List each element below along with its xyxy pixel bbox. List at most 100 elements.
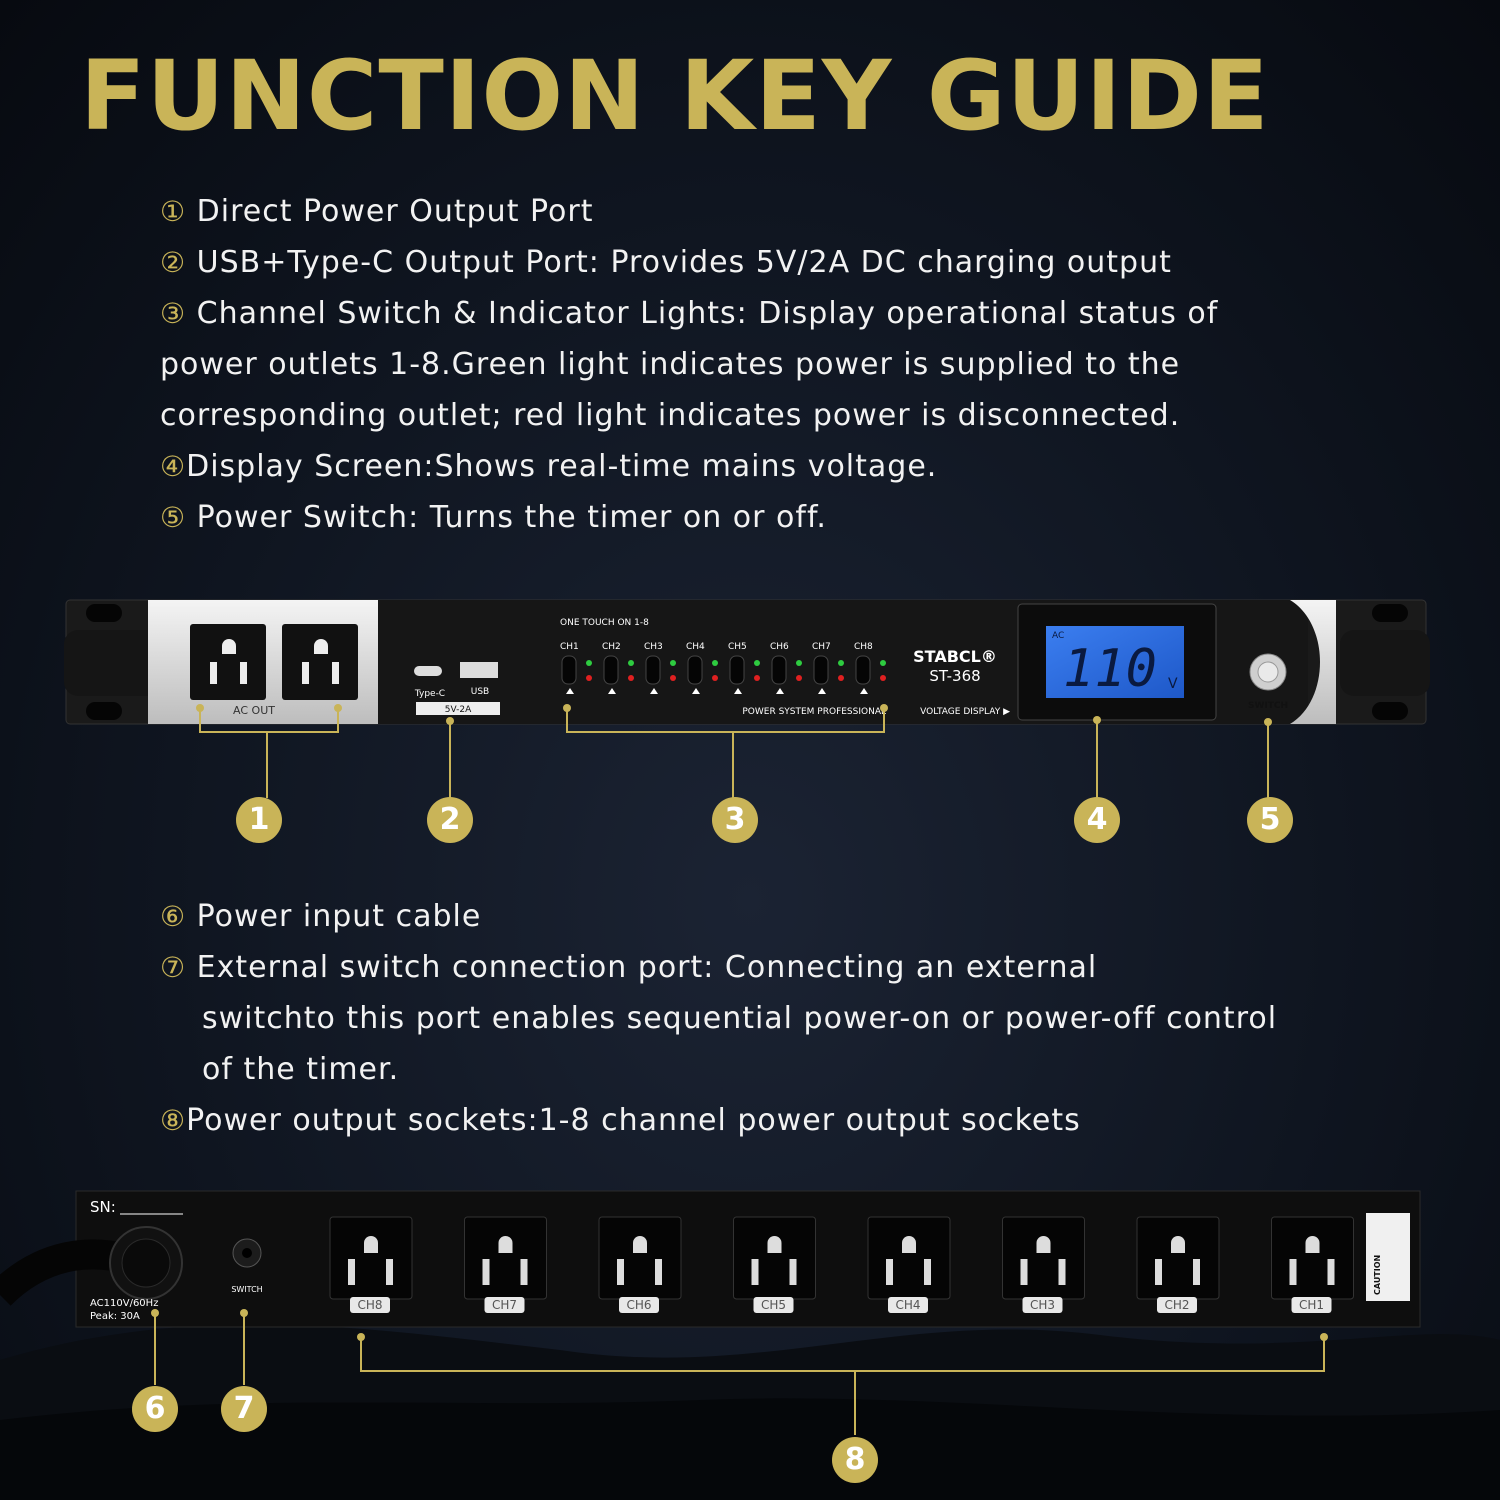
channel-switch-button[interactable] [561, 655, 577, 685]
channel-switch-button[interactable] [729, 655, 745, 685]
guide-number: ⑧ [160, 1104, 187, 1137]
typec-label: Type-C [414, 689, 445, 699]
socket-label: CH3 [1030, 1298, 1055, 1312]
voltage-display-label: VOLTAGE DISPLAY ▶ [920, 707, 1010, 717]
guide-number: ⑦ [160, 951, 187, 984]
red-indicator-light [796, 675, 802, 681]
channel-switch-button[interactable] [603, 655, 619, 685]
caution-label: CAUTION [1373, 1255, 1382, 1295]
guide-text: USB+Type-C Output Port: Provides 5V/2A D… [186, 245, 1172, 280]
red-indicator-light [754, 675, 760, 681]
rear-socket: CH2 [1136, 1216, 1220, 1313]
sn-label: SN: [90, 1198, 116, 1216]
professional-label: POWER SYSTEM PROFESSIONAL [742, 707, 886, 717]
guide-text: Display Screen:Shows real-time mains vol… [186, 449, 938, 484]
green-indicator-light [880, 660, 886, 666]
ac-out-label: AC OUT [233, 704, 275, 717]
badge-8: 8 [832, 1437, 878, 1483]
channel-arrow-icon [860, 688, 868, 694]
guide-item: ② USB+Type-C Output Port: Provides 5V/2A… [160, 237, 1360, 288]
voltage-display-screen [1046, 626, 1184, 698]
rear-socket: CH7 [464, 1216, 547, 1313]
guide-item: corresponding outlet; red light indicate… [160, 390, 1360, 441]
guide-item: ③ Channel Switch & Indicator Lights: Dis… [160, 288, 1360, 339]
channel-switch-button[interactable] [645, 655, 661, 685]
usb-port [460, 662, 498, 678]
badge-5: 5 [1247, 797, 1293, 843]
front-panel: AC OUT Type-C USB 5V-2A ONE TOUCH ON 1-8… [64, 599, 1430, 740]
rack-ear-right [1340, 630, 1430, 696]
background-hills [0, 1324, 1500, 1500]
badge-2: 2 [427, 797, 473, 843]
socket-label: CH2 [1164, 1298, 1189, 1312]
badge-7: 7 [221, 1386, 267, 1432]
green-indicator-light [754, 660, 760, 666]
channel-switch-button[interactable] [771, 655, 787, 685]
guide-number: ① [160, 195, 187, 228]
channel-8: CH8 [854, 642, 886, 694]
channel-4: CH4 [686, 642, 718, 694]
guide-item: ⑦ External switch connection port: Conne… [160, 942, 1360, 993]
channel-6: CH6 [770, 642, 802, 694]
channel-switch-button[interactable] [813, 655, 829, 685]
channel-label: CH8 [854, 642, 873, 652]
red-indicator-light [670, 675, 676, 681]
channel-arrow-icon [734, 688, 742, 694]
channel-1: CH1 [560, 642, 592, 694]
guide-text: power outlets 1-8.Green light indicates … [160, 347, 1181, 382]
display-value: 110 [1063, 639, 1157, 699]
guide-item: power outlets 1-8.Green light indicates … [160, 339, 1360, 390]
front-callout-lines [266, 740, 1269, 798]
red-indicator-light [880, 675, 886, 681]
ac-outlet-2 [282, 624, 358, 700]
guide-number: ④ [160, 450, 187, 483]
channel-switch-button[interactable] [687, 655, 703, 685]
guide-text: Power input cable [186, 899, 482, 934]
green-indicator-light [796, 660, 802, 666]
channel-label: CH3 [644, 642, 663, 652]
guide-item: ① Direct Power Output Port [160, 186, 1360, 237]
guide-number: ③ [160, 297, 187, 330]
guide-text: Direct Power Output Port [186, 194, 594, 229]
green-indicator-light [628, 660, 634, 666]
guide-text: External switch connection port: Connect… [186, 950, 1098, 985]
red-indicator-light [628, 675, 634, 681]
rating-label: AC110V/60Hz [90, 1298, 158, 1309]
typec-port [414, 666, 442, 676]
usb-label: USB [471, 687, 489, 697]
guide-text: Channel Switch & Indicator Lights: Displ… [186, 296, 1219, 331]
channel-arrow-icon [692, 688, 700, 694]
guide-item: of the timer. [160, 1044, 1360, 1095]
channel-arrow-icon [650, 688, 658, 694]
guide-item: ④Display Screen:Shows real-time mains vo… [160, 441, 1360, 492]
peak-label: Peak: 30A [90, 1311, 140, 1322]
green-indicator-light [838, 660, 844, 666]
socket-label: CH1 [1299, 1298, 1324, 1312]
badge-1: 1 [236, 797, 282, 843]
display-ac-label: AC [1052, 631, 1064, 641]
badge-3: 3 [712, 797, 758, 843]
guide-text: corresponding outlet; red light indicate… [160, 398, 1181, 433]
guide-item: switchto this port enables sequential po… [160, 993, 1360, 1044]
guide-text: of the timer. [202, 1052, 400, 1087]
one-touch-label: ONE TOUCH ON 1-8 [560, 618, 649, 628]
channel-switch-button[interactable] [855, 655, 871, 685]
rear-socket: CH5 [733, 1216, 816, 1313]
socket-label: CH6 [626, 1298, 651, 1312]
channel-arrow-icon [776, 688, 784, 694]
rack-ear-left [64, 630, 160, 696]
guide-item: ⑤ Power Switch: Turns the timer on or of… [160, 492, 1360, 543]
channel-label: CH1 [560, 642, 579, 652]
model-label: ST-368 [929, 667, 980, 685]
page-title: FUNCTION KEY GUIDE [80, 40, 1270, 152]
guide-number: ⑤ [160, 501, 187, 534]
rear-socket: CH1 [1271, 1216, 1354, 1313]
socket-label: CH8 [357, 1298, 382, 1312]
green-indicator-light [586, 660, 592, 666]
display-unit: V [1168, 676, 1178, 692]
switch-label: SWITCH [1248, 701, 1288, 711]
red-indicator-light [838, 675, 844, 681]
